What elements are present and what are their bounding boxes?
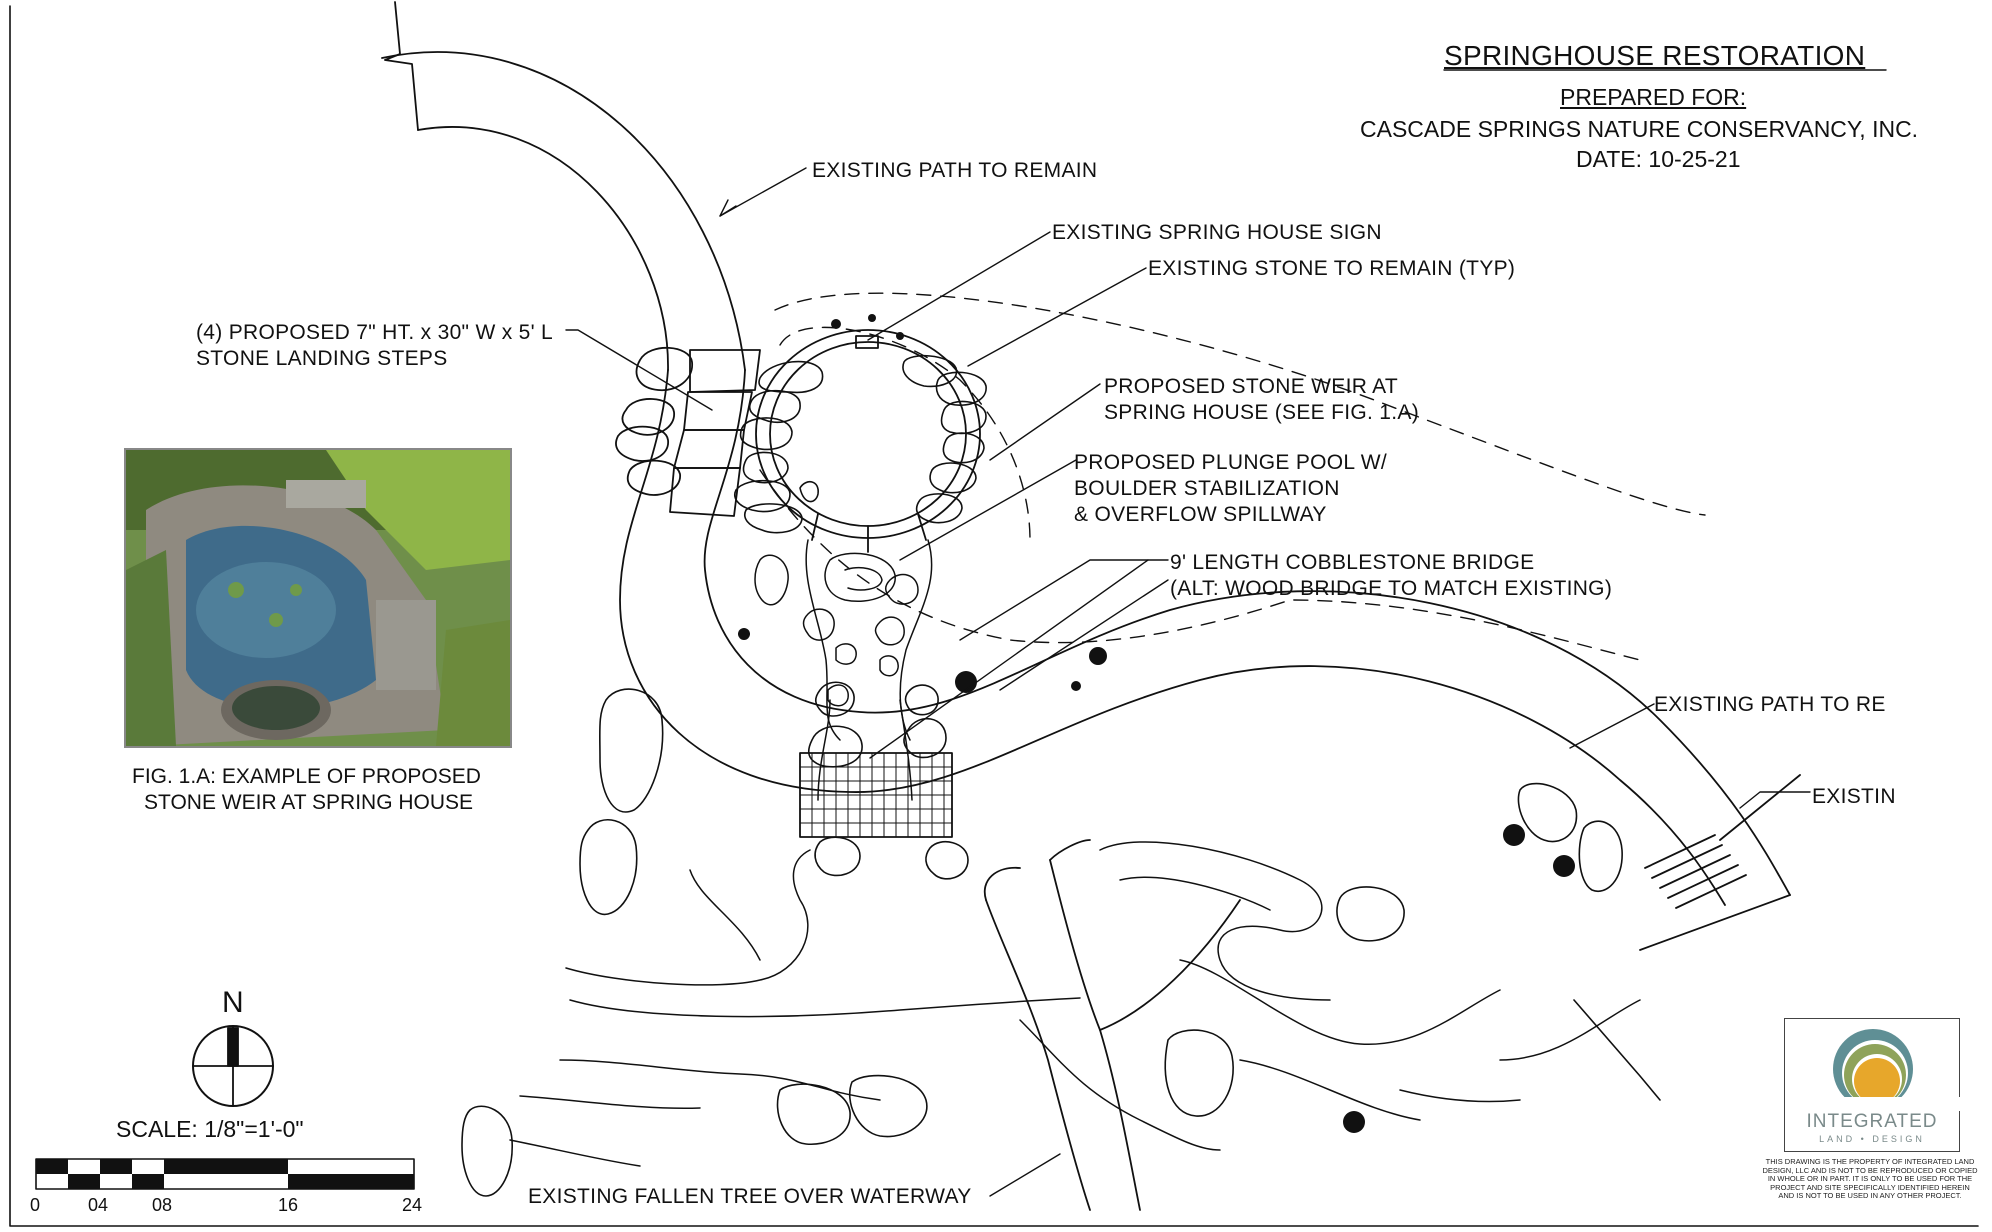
landing-steps (615, 346, 761, 517)
north-label: N (222, 986, 244, 1019)
callout-plunge-pool-line3: & OVERFLOW SPILLWAY (1074, 503, 1327, 526)
callout-bridge-line2: (ALT: WOOD BRIDGE TO MATCH EXISTING) (1170, 577, 1613, 600)
callout-stone-weir-line1: PROPOSED STONE WEIR AT (1104, 375, 1399, 398)
sheet-border (9, 5, 1979, 1227)
stream-lines (509, 841, 1641, 1167)
callout-stone-weir-line2: SPRING HOUSE (SEE FIG. 1.A) (1104, 401, 1419, 424)
fig-1a-photo (124, 448, 512, 748)
callout-existing-stone: EXISTING STONE TO REMAIN (TYP) (1148, 257, 1516, 280)
fig-1a-photo-art (126, 450, 510, 746)
integrated-land-design-logo: INTEGRATED LAND • DESIGN (1784, 1018, 1961, 1152)
bridge-boulders (579, 681, 969, 915)
scale-tick-04: 04 (88, 1195, 109, 1215)
fallen-tree (983, 839, 1241, 1211)
north-arrow-graphic (192, 1025, 274, 1107)
scale-tick-24: 24 (402, 1195, 423, 1215)
scale-tick-16: 16 (278, 1195, 299, 1215)
tree-dots (738, 314, 1575, 1133)
fig-1a-caption-line2: STONE WEIR AT SPRING HOUSE (144, 791, 474, 814)
existing-path-lower (619, 369, 1791, 951)
client-name: CASCADE SPRINGS NATURE CONSERVANCY, INC. (1360, 116, 1919, 142)
project-title: SPRINGHOUSE RESTORATION (1444, 40, 1866, 71)
scale-tick-0: 0 (30, 1195, 41, 1215)
property-disclaimer: THIS DRAWING IS THE PROPERTY OF INTEGRAT… (1762, 1157, 1978, 1201)
callout-existing-path-top: EXISTING PATH TO REMAIN (812, 159, 1098, 182)
callout-landing-steps-line1: (4) PROPOSED 7" HT. x 30" W x 5' L (196, 321, 554, 344)
drawing-date: DATE: 10-25-21 (1576, 146, 1741, 172)
plunge-pool (754, 539, 933, 801)
callout-landing-steps-line2: STONE LANDING STEPS (196, 347, 448, 370)
rocks-right (1164, 782, 1661, 1117)
logo-name: INTEGRATED (1806, 1111, 1938, 1132)
scale-bar (35, 1158, 415, 1190)
spring-house (755, 329, 981, 553)
logo-emblem-icon (1785, 1029, 1961, 1111)
path-end-steps (1644, 774, 1801, 909)
callout-plunge-pool-line1: PROPOSED PLUNGE POOL W/ (1074, 451, 1388, 474)
rocks-lower-left (461, 1074, 928, 1197)
callout-existing-path-right: EXISTING PATH TO RE (1654, 693, 1886, 716)
callout-plunge-pool-line2: BOULDER STABILIZATION (1074, 477, 1340, 500)
scale-label: SCALE: 1/8"=1'-0" (116, 1116, 304, 1142)
fig-1a-caption-line1: FIG. 1.A: EXAMPLE OF PROPOSED (132, 765, 481, 788)
callout-spring-house-sign: EXISTING SPRING HOUSE SIGN (1052, 221, 1382, 244)
scale-tick-08: 08 (152, 1195, 173, 1215)
existing-path-top (381, 1, 746, 371)
callout-existing-right: EXISTIN (1812, 785, 1896, 808)
callout-fallen-tree: EXISTING FALLEN TREE OVER WATERWAY (528, 1185, 972, 1208)
prepared-for-label: PREPARED FOR: (1560, 84, 1747, 110)
callout-bridge-line1: 9' LENGTH COBBLESTONE BRIDGE (1170, 551, 1535, 574)
leader-lines (565, 167, 1811, 1197)
spring-house-stones (734, 354, 987, 534)
logo-subtitle: LAND • DESIGN (1819, 1134, 1925, 1144)
